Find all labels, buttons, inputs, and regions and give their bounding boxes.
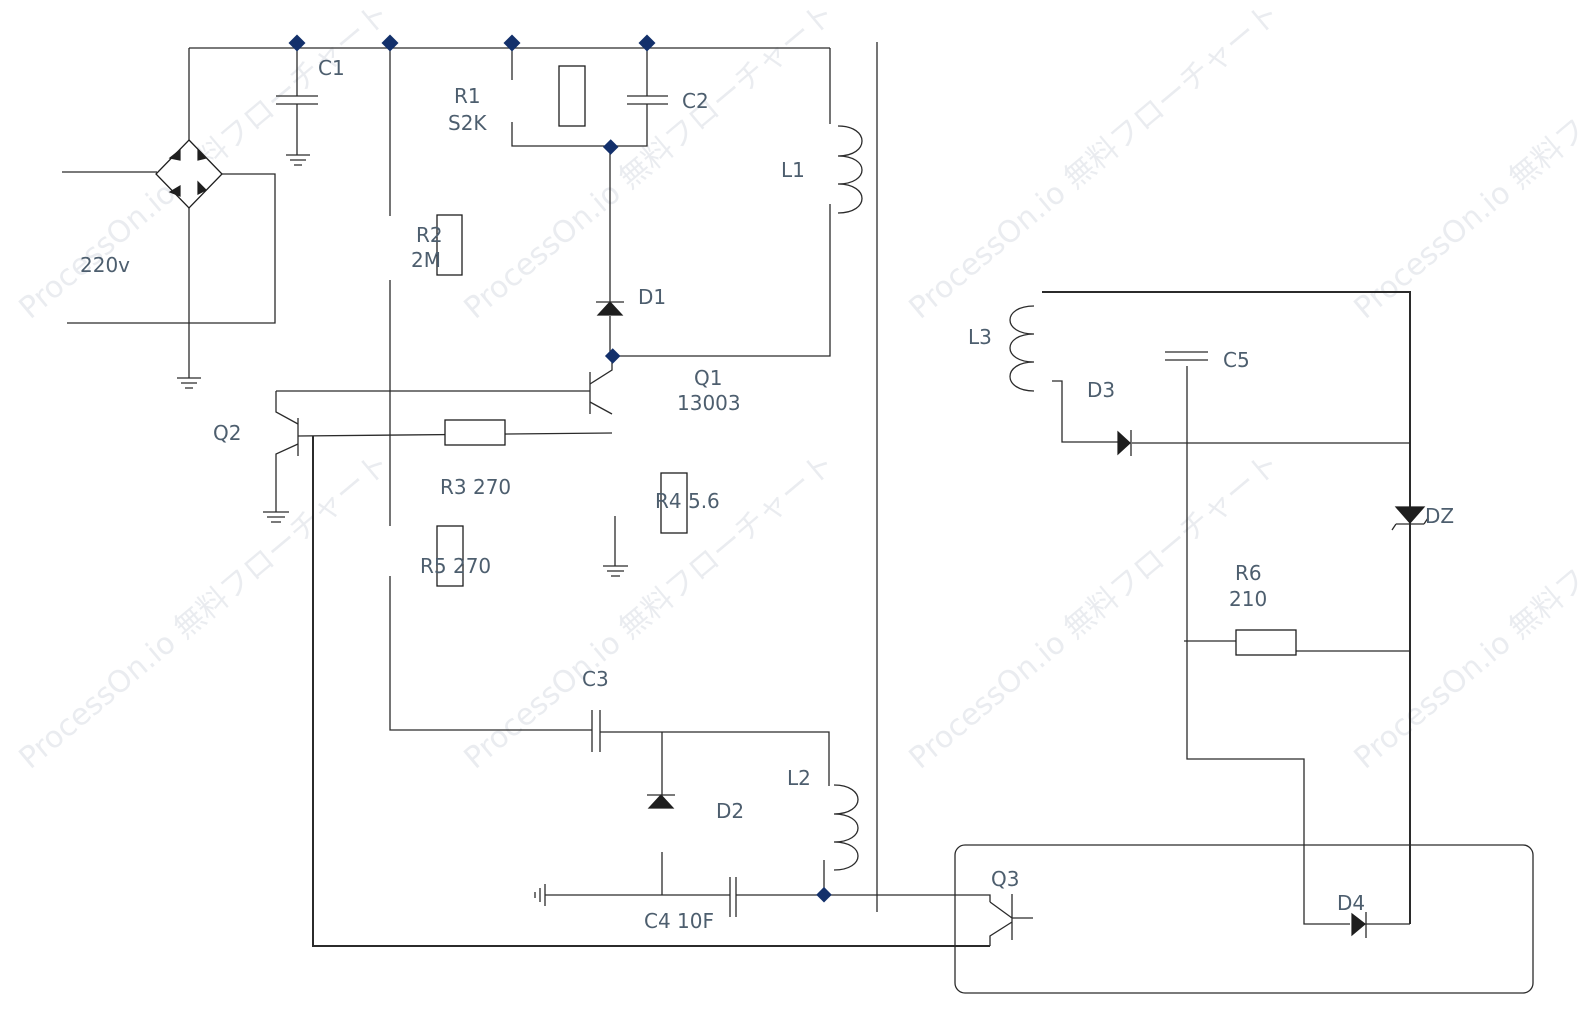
capacitor-c5 (1165, 351, 1208, 361)
label-r3: R3 270 (440, 475, 511, 499)
label-q1-name: Q1 (694, 366, 722, 390)
r2-r5-branch-wire (389, 48, 592, 731)
capacitor-c2 (627, 95, 668, 105)
resistor-r5 (436, 525, 464, 587)
bridge-rectifier (155, 139, 223, 209)
secondary-rail-wire (1042, 291, 1411, 924)
c3-l2-wire (600, 731, 830, 786)
d1-l1-wire (609, 146, 831, 357)
q2-emitter-lead (275, 443, 299, 512)
watermark-text: ProcessOn.io 無料フローチャート (1348, 446, 1578, 776)
resistor-r6 (1235, 629, 1297, 656)
l2-q3-wire (824, 894, 991, 902)
label-d2: D2 (716, 799, 744, 823)
diode-d2 (647, 794, 675, 809)
capacitor-c4 (729, 877, 737, 917)
optocoupler-box (954, 844, 1534, 994)
label-r6-name: R6 (1235, 561, 1262, 585)
capacitor-c1 (276, 95, 318, 166)
junction-dot (503, 34, 521, 52)
label-c2: C2 (682, 89, 709, 113)
label-d1: D1 (638, 285, 666, 309)
r6-wire (1184, 640, 1410, 652)
junction-dot (602, 139, 619, 155)
label-source: 220v (80, 253, 130, 277)
q2-q3-feedback-wire (312, 436, 990, 947)
c4-wire (545, 860, 825, 896)
junction-dot (381, 34, 399, 52)
watermark-text: ProcessOn.io 無料フローチャート (13, 446, 397, 776)
zener-diode-dz (1391, 506, 1429, 531)
ground-icon (603, 565, 628, 577)
label-c5: C5 (1223, 348, 1250, 372)
watermark-text: ProcessOn.io 無料フローチャート (903, 446, 1287, 776)
capacitor-c3 (591, 710, 601, 752)
label-q1-value: 13003 (677, 391, 741, 415)
label-d3: D3 (1087, 378, 1115, 402)
diode-d3 (1117, 430, 1132, 456)
label-c3: C3 (582, 667, 609, 691)
watermark-text: ProcessOn.io 無料フローチャート (903, 0, 1287, 326)
diode-d4 (1351, 912, 1367, 938)
watermark-text: ProcessOn.io 無料フローチャート (458, 446, 842, 776)
resistor-r4 (660, 472, 688, 534)
q3-symbol-leads (989, 894, 1033, 946)
label-q3: Q3 (991, 867, 1019, 891)
d3-wire (1052, 380, 1410, 444)
label-l3: L3 (968, 325, 992, 349)
r1-c2-branch-wire (511, 48, 648, 147)
label-r1-value: S2K (448, 111, 487, 135)
label-r2-name: R2 (416, 223, 443, 247)
labels: 220v C1 R1 S2K C2 L1 R2 2M D1 Q1 13003 Q… (80, 56, 1454, 933)
watermark-text: ProcessOn.io 無料フローチャート (1348, 0, 1578, 326)
inductor-l2 (833, 784, 859, 871)
label-d4: D4 (1337, 891, 1365, 915)
label-r2-value: 2M (411, 248, 441, 272)
label-r6-value: 210 (1229, 587, 1267, 611)
junction-dot (288, 34, 306, 52)
label-r4: R4 5.6 (655, 489, 720, 513)
junction-dot (604, 348, 621, 364)
inductor-l1 (837, 125, 863, 214)
q2-collector-lead (275, 391, 299, 425)
diode-d1 (596, 301, 624, 316)
label-r1-name: R1 (454, 84, 481, 108)
label-l1: L1 (781, 158, 805, 182)
junction-dot (638, 34, 656, 52)
watermark-layer: ProcessOn.io 無料フローチャート ProcessOn.io 無料フロ… (13, 0, 1578, 776)
label-c4: C4 10F (644, 909, 714, 933)
inductor-l3 (1009, 305, 1035, 392)
resistor-r3 (444, 419, 506, 446)
label-dz: DZ (1425, 504, 1454, 528)
ground-icon (286, 154, 310, 166)
junction-dot (816, 886, 832, 903)
ground-icon (534, 884, 546, 906)
c5-d4-wire (1186, 366, 1410, 925)
ground-icon (177, 377, 201, 389)
label-q2: Q2 (213, 421, 241, 445)
label-l2: L2 (787, 766, 811, 790)
resistor-r1 (558, 65, 586, 127)
resistor-r2 (436, 214, 463, 276)
label-c1: C1 (318, 56, 345, 80)
q1-collector-lead (589, 356, 613, 385)
bridge-return-wire (67, 173, 276, 324)
ground-icon (263, 511, 289, 523)
q1-emitter-lead (589, 401, 613, 415)
label-r5: R5 270 (420, 554, 491, 578)
